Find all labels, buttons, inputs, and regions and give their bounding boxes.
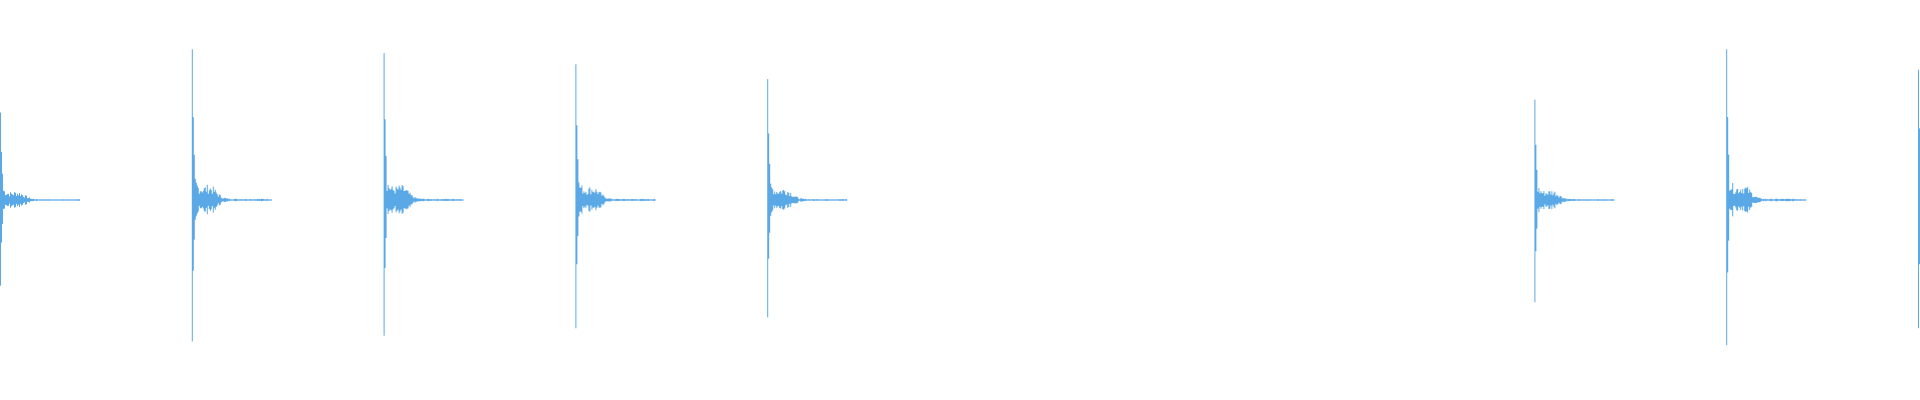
waveform-hit-path xyxy=(767,79,848,318)
waveform-hit-path xyxy=(383,53,464,336)
waveform-hit-path xyxy=(1534,99,1615,303)
waveform-hit xyxy=(191,49,272,342)
waveform-hit-path xyxy=(0,112,80,286)
waveform-hit-path xyxy=(1726,49,1807,346)
waveform-hit xyxy=(383,53,464,336)
waveform-hit-path xyxy=(191,49,272,342)
waveform-hit xyxy=(1534,99,1615,303)
waveform-hit xyxy=(1726,49,1807,346)
waveform-hit xyxy=(575,64,656,329)
waveform-hit xyxy=(1918,69,1920,329)
waveform-hit xyxy=(0,112,80,286)
waveform-hit-path xyxy=(575,64,656,329)
waveform-hit-path xyxy=(1918,69,1920,329)
waveform-hit xyxy=(767,79,848,318)
